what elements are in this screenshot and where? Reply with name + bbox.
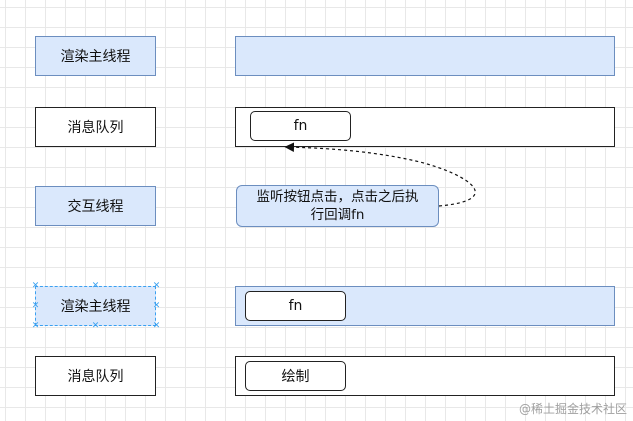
queue-task-fn-text: fn xyxy=(293,118,308,134)
message-queue-label-1[interactable]: 消息队列 xyxy=(35,107,156,147)
selection-handle-ml[interactable]: ✕ xyxy=(31,301,40,311)
render-thread-lane-1[interactable] xyxy=(235,36,615,76)
message-queue-label-2-text: 消息队列 xyxy=(67,369,124,385)
selection-handle-bl[interactable]: ✕ xyxy=(31,321,40,331)
callback-arrow-path xyxy=(284,142,476,207)
queue-task-fn[interactable]: fn xyxy=(250,111,351,141)
selection-handle-tc[interactable]: ✕ xyxy=(91,281,100,291)
interaction-thread-label-text: 交互线程 xyxy=(67,199,124,215)
selection-handle-br[interactable]: ✕ xyxy=(152,321,161,331)
queue-task-paint[interactable]: 绘制 xyxy=(245,361,346,391)
click-listener-note-line2: 行回调fn xyxy=(310,207,365,223)
selection-handle-mr[interactable]: ✕ xyxy=(152,301,161,311)
render-task-fn-text: fn xyxy=(288,298,303,314)
click-listener-note-line1: 监听按钮点击，点击之后执 xyxy=(256,189,419,205)
interaction-thread-label[interactable]: 交互线程 xyxy=(35,186,156,226)
click-listener-note[interactable]: 监听按钮点击，点击之后执 行回调fn xyxy=(236,185,439,227)
queue-task-paint-text: 绘制 xyxy=(281,369,310,385)
render-thread-label-2[interactable]: 渲染主线程 xyxy=(35,286,156,326)
message-queue-label-2[interactable]: 消息队列 xyxy=(35,356,156,396)
render-thread-label-2-text: 渲染主线程 xyxy=(60,299,131,315)
selection-handle-tl[interactable]: ✕ xyxy=(31,281,40,291)
selection-handle-bc[interactable]: ✕ xyxy=(91,321,100,331)
render-thread-label-1-text: 渲染主线程 xyxy=(60,49,131,65)
render-task-fn[interactable]: fn xyxy=(245,291,346,321)
message-queue-label-1-text: 消息队列 xyxy=(67,120,124,136)
watermark: @稀土掘金技术社区 xyxy=(518,402,627,416)
render-thread-label-1[interactable]: 渲染主线程 xyxy=(35,36,156,76)
selection-handle-tr[interactable]: ✕ xyxy=(152,281,161,291)
